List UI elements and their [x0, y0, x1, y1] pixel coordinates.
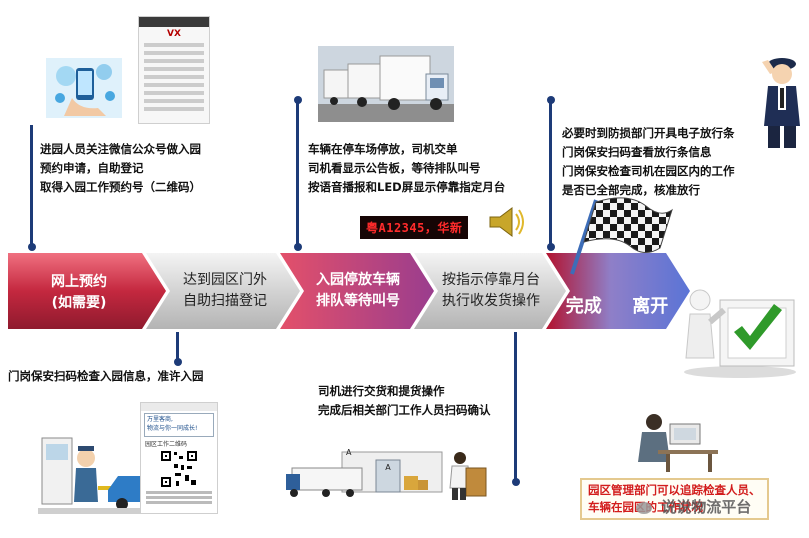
- dock-label-2: A: [346, 448, 352, 457]
- stage-2-chevron: [146, 253, 300, 329]
- qr-greeting: 万里客商,: [147, 416, 173, 423]
- trucks-photo: [318, 46, 454, 122]
- stage-3-label: 入园停放车辆 排队等待叫号: [302, 270, 414, 312]
- stage-1-line2: (如需要): [51, 295, 107, 311]
- stage-1-chevron: [8, 253, 166, 329]
- connector-dot-3b: [547, 243, 555, 251]
- timeline-band: [8, 253, 690, 329]
- stage-5-label: 完成 离开: [562, 296, 672, 317]
- connector-dot-1: [28, 243, 36, 251]
- qr-card-banner: 万里客商, 物流与你一同成长!: [144, 413, 214, 437]
- check-approval-icon: [684, 289, 796, 378]
- office-worker-icon: [638, 414, 718, 472]
- checkered-flag-icon: [570, 197, 673, 275]
- note-gate-check: 门岗保安扫码检查入园信息，准许入园: [8, 369, 204, 383]
- connector-top-1: [30, 125, 33, 250]
- wechat-form-screenshot: VX: [138, 16, 210, 124]
- tracking-note-box: 园区管理部门可以追踪检查人员、 车辆在园区的工作状况: [580, 478, 769, 520]
- note-parking: 车辆在停车场停放，司机交单 司机看显示公告板，等待排队叫号 按语音播报和LED屏…: [308, 142, 506, 194]
- mobile-hand-illustration: [46, 58, 122, 118]
- connector-bottom-2: [514, 332, 517, 482]
- note-loading: 司机进行交货和提货操作 完成后相关部门工作人员扫码确认: [318, 384, 491, 417]
- connector-dot-4: [174, 358, 182, 366]
- stage-3-chevron: [280, 253, 434, 329]
- stage-5-line1: 完成: [565, 296, 602, 317]
- led-display: 粤A12345，华新: [360, 216, 469, 239]
- stage-4-chevron: [414, 253, 566, 329]
- speaker-icon: [489, 207, 524, 237]
- form-rows: [144, 43, 204, 111]
- qr-greeting-2: 物流与你一同成长!: [147, 425, 198, 432]
- wechat-icon: [636, 501, 652, 514]
- phone-status-bar: [139, 17, 209, 27]
- stage-4-line1: 按指示停靠月台: [442, 272, 540, 288]
- stage-2-line1: 达到园区门外: [183, 272, 267, 288]
- worker-box-icon: [449, 452, 487, 500]
- qr-code-icon: [160, 450, 198, 488]
- connector-dot-2: [294, 96, 302, 104]
- stage-3-line2: 排队等待叫号: [316, 293, 400, 309]
- stage-5-line2: 离开: [632, 296, 669, 317]
- watermark: 说说物流平台: [636, 496, 751, 517]
- qr-card-header: [141, 403, 217, 411]
- note-exit: 必要时到防损部门开具电子放行条 门岗保安扫码查看放行条信息 门岗保安检查司机在园…: [562, 126, 735, 197]
- warehouse-loading-scene: A: [286, 451, 443, 497]
- connector-dot-3: [547, 96, 555, 104]
- connector-bottom-1: [176, 332, 179, 362]
- dock-label-1: A: [385, 463, 391, 472]
- qr-code-card: 万里客商, 物流与你一同成长! 园区工作二维码: [140, 402, 218, 514]
- stage-4-label: 按指示停靠月台 执行收发货操作: [432, 270, 550, 312]
- qr-card-title: 园区工作二维码: [145, 441, 188, 448]
- security-guard-icon: [762, 58, 800, 148]
- stage-1-line1: 网上预约: [51, 274, 107, 290]
- stage-5-chevron: [546, 253, 690, 329]
- stage-2-label: 达到园区门外 自助扫描登记: [170, 270, 280, 312]
- stage-3-line1: 入园停放车辆: [316, 272, 400, 288]
- stage-2-line2: 自助扫描登记: [183, 293, 267, 309]
- connector-dot-2b: [294, 243, 302, 251]
- stage-4-line2: 执行收发货操作: [442, 293, 540, 309]
- stage-1-label: 网上预约 (如需要): [14, 272, 144, 314]
- note-reservation: 进园人员关注微信公众号做入园 预约申请，自助登记 取得入园工作预约号（二维码）: [40, 142, 201, 194]
- connector-dot-5: [512, 478, 520, 486]
- qr-card-footer: [146, 491, 212, 504]
- watermark-text: 说说物流平台: [661, 498, 752, 516]
- connector-top-3: [549, 100, 552, 250]
- phone-logo: VX: [167, 29, 181, 39]
- connector-top-2: [296, 100, 299, 250]
